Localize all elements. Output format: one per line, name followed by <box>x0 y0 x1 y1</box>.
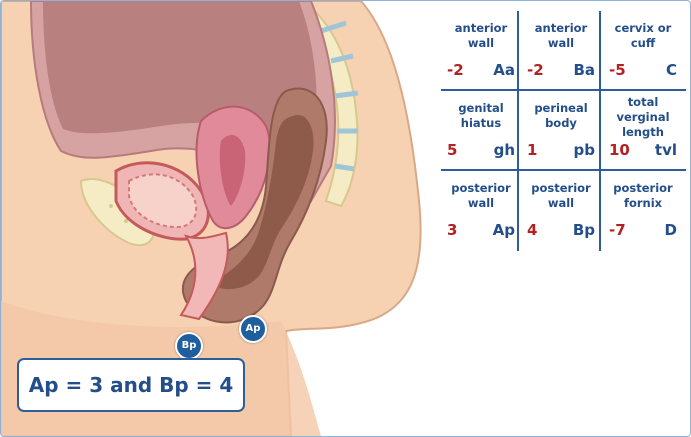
cell-label: anterior wall <box>454 21 508 50</box>
cell-value: 5 <box>447 141 458 159</box>
grid-vline-2 <box>599 11 601 251</box>
cell-abbr: C <box>665 61 677 79</box>
grid-vline-1 <box>517 11 519 251</box>
cell-c: cervix or cuff -5 C <box>603 11 683 89</box>
cell-value: 4 <box>527 221 538 239</box>
cell-value: -2 <box>527 61 544 79</box>
cell-d: posterior fornix -7 D <box>603 171 683 249</box>
pop-q-grid: anterior wall -2 Aa anterior wall -2 Ba … <box>441 11 686 251</box>
cell-ba: anterior wall -2 Ba <box>521 11 601 89</box>
bp-marker: Bp <box>175 332 203 360</box>
cell-abbr: pb <box>573 141 595 159</box>
cell-label: perineal body <box>534 101 588 130</box>
cell-value: -7 <box>609 221 626 239</box>
cell-label: posterior fornix <box>613 181 673 210</box>
cell-label: anterior wall <box>534 21 588 50</box>
cell-value: -2 <box>447 61 464 79</box>
cell-label: genital hiatus <box>458 101 504 130</box>
cell-abbr: gh <box>493 141 515 159</box>
cell-value: -5 <box>609 61 626 79</box>
cell-value: 10 <box>609 141 630 159</box>
cell-gh: genital hiatus 5 gh <box>441 91 521 169</box>
cell-label: cervix or cuff <box>614 21 672 50</box>
cell-label: posterior wall <box>451 181 511 210</box>
cell-bp: posterior wall 4 Bp <box>521 171 601 249</box>
cell-value: 3 <box>447 221 458 239</box>
cell-pb: perineal body 1 pb <box>521 91 601 169</box>
cell-label: total verginal length <box>616 95 670 139</box>
cell-value: 1 <box>527 141 538 159</box>
grid-hline-1 <box>441 89 686 91</box>
cell-ap: posterior wall 3 Ap <box>441 171 521 249</box>
cell-aa: anterior wall -2 Aa <box>441 11 521 89</box>
cell-abbr: Ap <box>492 221 515 239</box>
result-box: Ap = 3 and Bp = 4 <box>17 358 245 412</box>
cell-abbr: D <box>664 221 677 239</box>
cell-abbr: Bp <box>572 221 595 239</box>
cell-abbr: Aa <box>493 61 515 79</box>
ap-marker: Ap <box>239 315 267 343</box>
cell-abbr: tvl <box>654 141 677 159</box>
cell-label: posterior wall <box>531 181 591 210</box>
cell-tvl: total verginal length 10 tvl <box>603 91 683 169</box>
cell-abbr: Ba <box>573 61 595 79</box>
grid-hline-2 <box>441 169 686 171</box>
